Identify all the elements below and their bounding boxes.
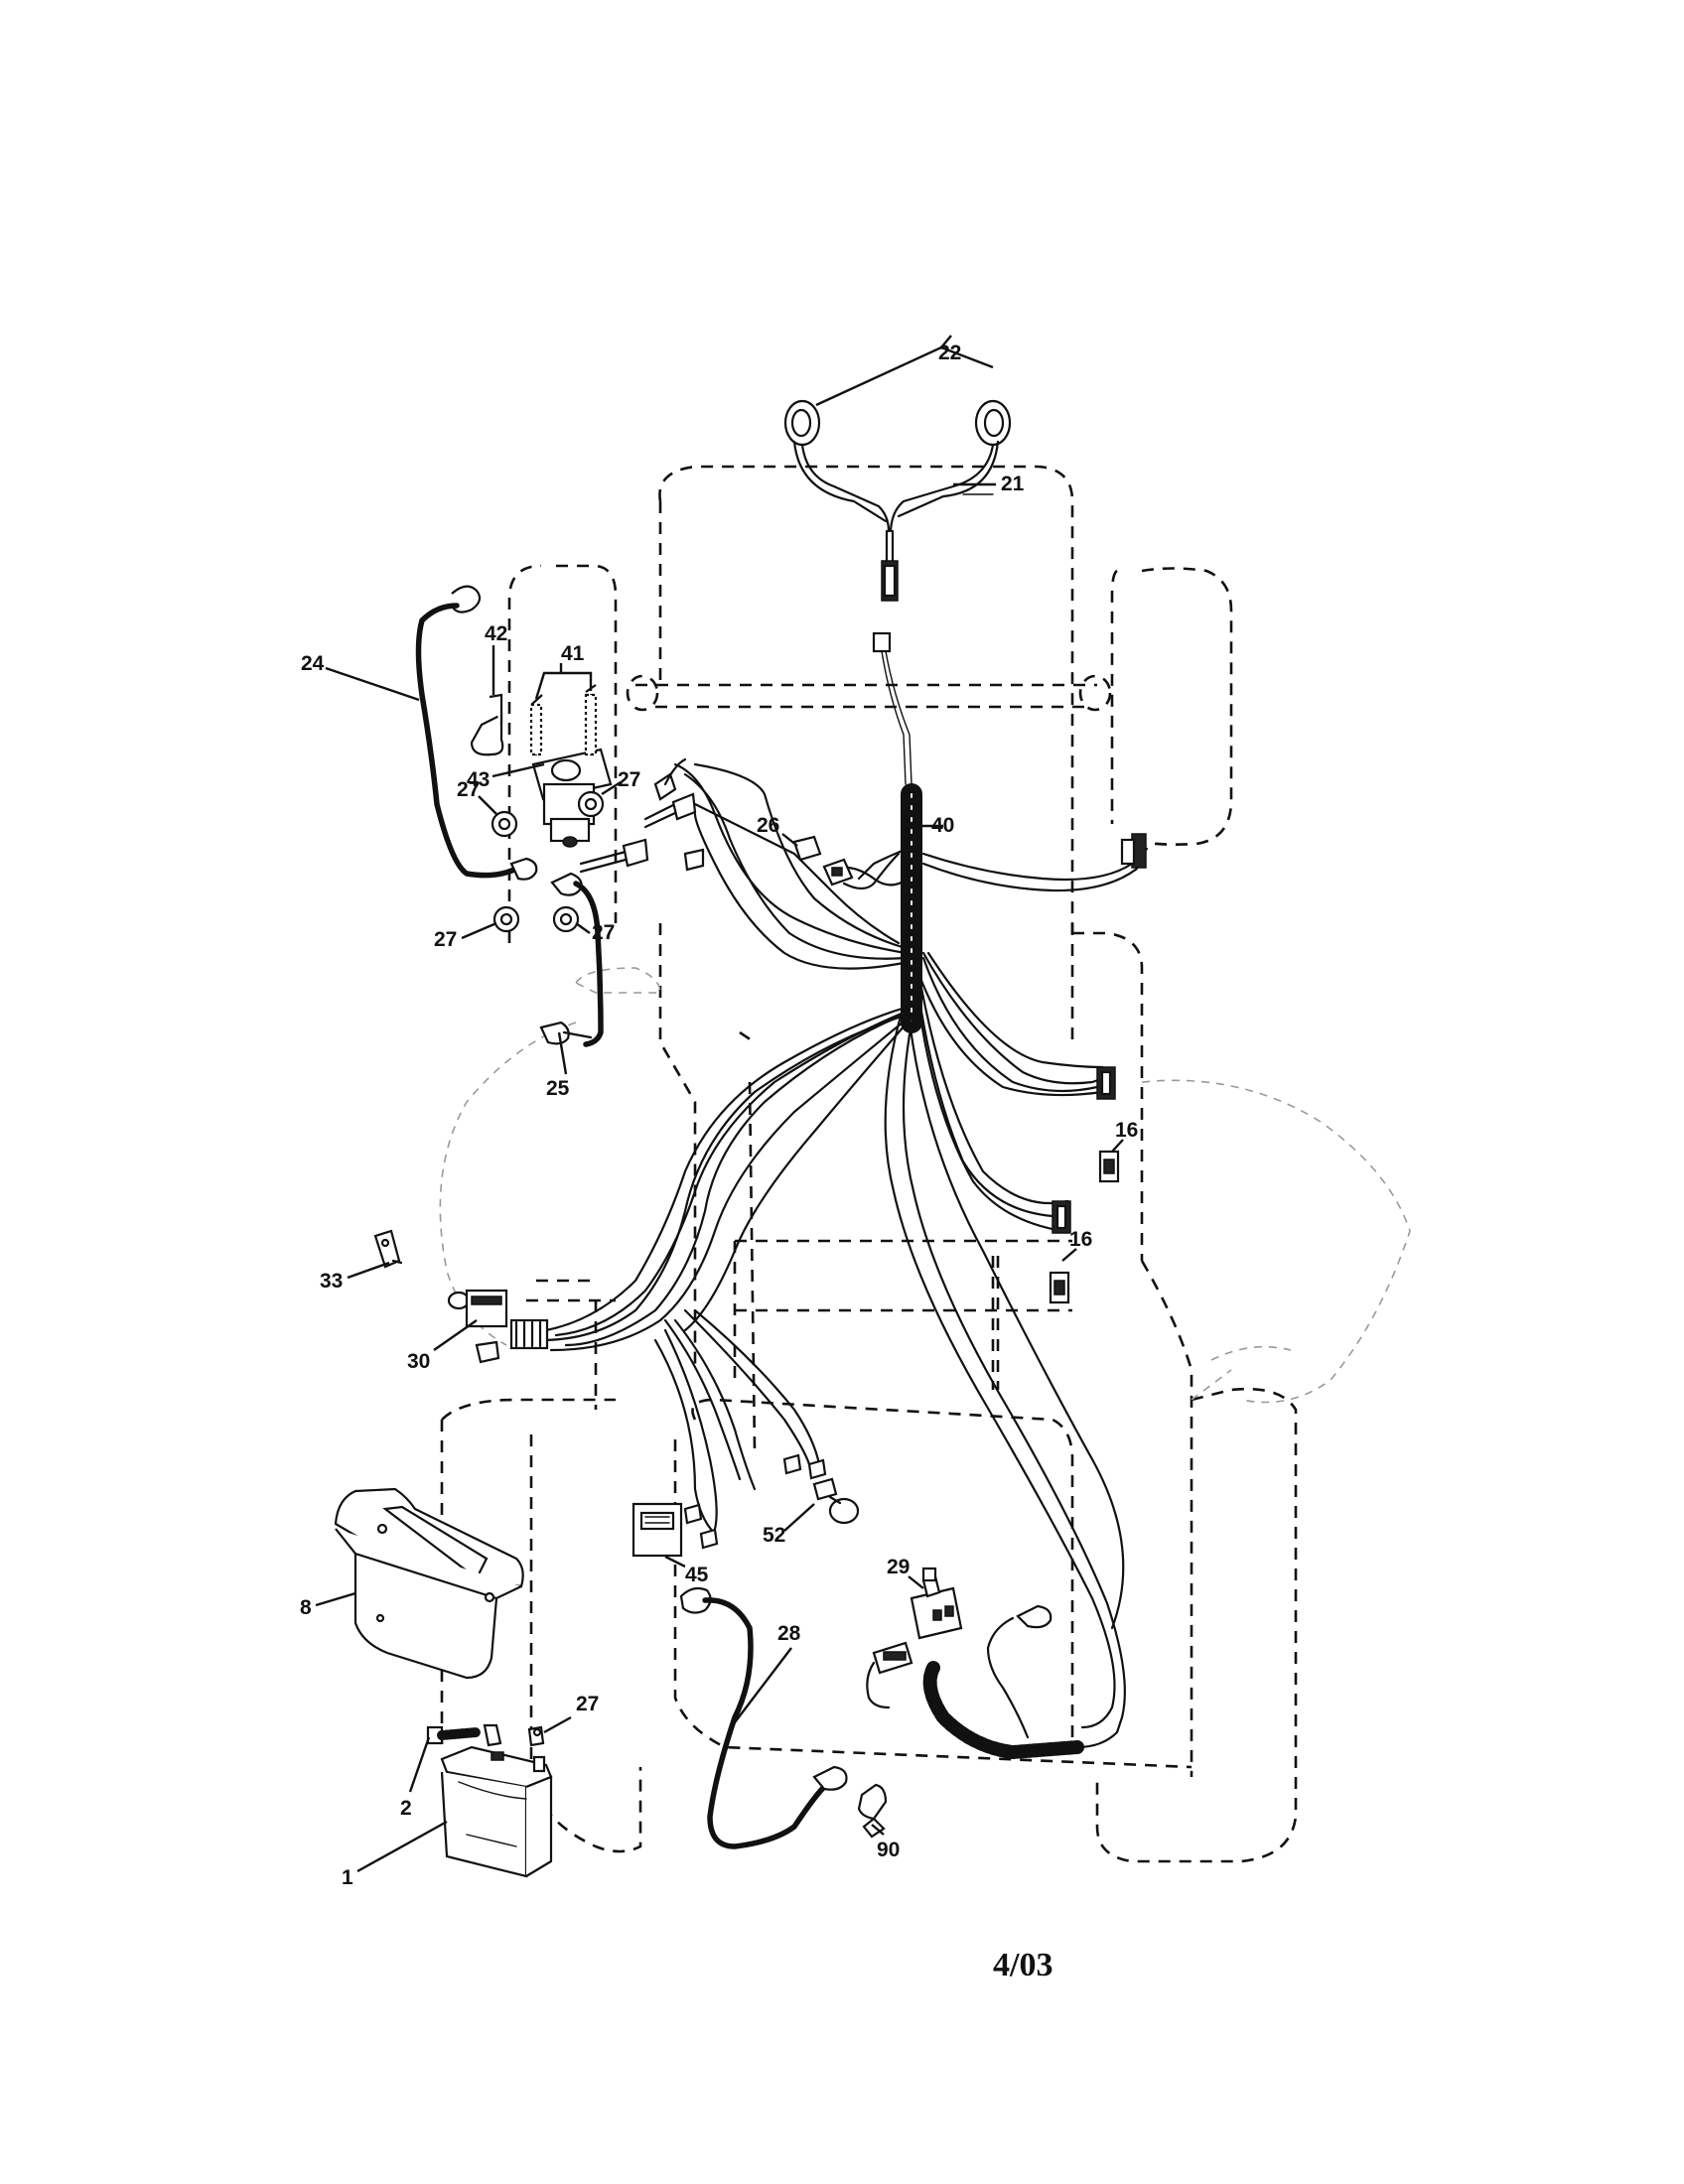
ignition-key [373,1229,403,1269]
ground-cable-28 [679,1586,848,1849]
solenoid-terminal-wires [579,757,705,874]
pto-connector-coil [866,1641,1124,1759]
relay-module-29 [910,1567,963,1640]
callout-29: 29 [887,1556,910,1578]
starter-solenoid [529,684,613,848]
battery-bolt-2 [426,1723,502,1747]
connector-16-upper [1096,1066,1120,1183]
terminal-boot-90 [857,1783,888,1839]
nut-27-solenoid-left [491,810,518,838]
callout-90: 90 [877,1839,900,1861]
callout-27-solenoid-left: 27 [457,778,480,801]
callout-27-lower-left: 27 [434,928,457,951]
front-right-connector [1120,833,1147,869]
headlight-assembly [783,399,1012,602]
callout-26: 26 [757,814,779,837]
callout-42: 42 [485,622,507,645]
callout-33: 33 [320,1270,343,1293]
cable-25 [539,872,604,1047]
ground-ring-terminal [986,1604,1052,1739]
connector-26 [792,835,901,890]
tractor-outline [439,465,1411,1863]
callout-16-upper: 16 [1115,1119,1138,1142]
seat-switch-52 [812,1477,860,1525]
battery [440,1745,553,1878]
callout-22: 22 [938,341,961,364]
nut-27-solenoid-right [577,790,605,818]
connector-lower-mid [782,1453,827,1480]
date-code: 4/03 [993,1947,1052,1983]
callout-24: 24 [301,652,325,675]
callout-27-solenoid-right: 27 [618,768,640,791]
battery-cable-24 [415,585,538,881]
callout-43: 43 [467,768,490,791]
callout-28: 28 [777,1622,801,1645]
nut-27-lower-right [552,905,580,933]
callout-2: 2 [400,1797,412,1820]
callout-41: 41 [561,642,585,665]
hour-meter [632,1502,719,1558]
callout-52: 52 [763,1524,785,1547]
callout-30: 30 [407,1350,430,1373]
callout-labels: 22 21 42 41 24 43 27 27 27 27 26 40 25 1… [300,341,1138,1889]
connector-16-lower [1049,1200,1071,1304]
main-wire-harness-loom [539,762,1149,1729]
nut-27-lower-left [492,905,520,933]
callout-1: 1 [342,1866,353,1889]
boot-42 [470,693,504,756]
callout-8: 8 [300,1596,312,1619]
leader-lines [315,335,1124,1873]
callout-21: 21 [1001,473,1025,495]
callout-45: 45 [685,1564,709,1586]
battery-box [334,1487,524,1680]
callout-27-lower-right: 27 [592,921,615,944]
ignition-switch [447,1289,549,1364]
callout-25: 25 [546,1077,570,1100]
harness-plug-connector [872,631,912,785]
callout-16-lower: 16 [1069,1228,1092,1251]
callout-27-battery: 27 [576,1693,599,1715]
battery-nut-27 [527,1725,545,1747]
callout-40: 40 [931,814,954,837]
